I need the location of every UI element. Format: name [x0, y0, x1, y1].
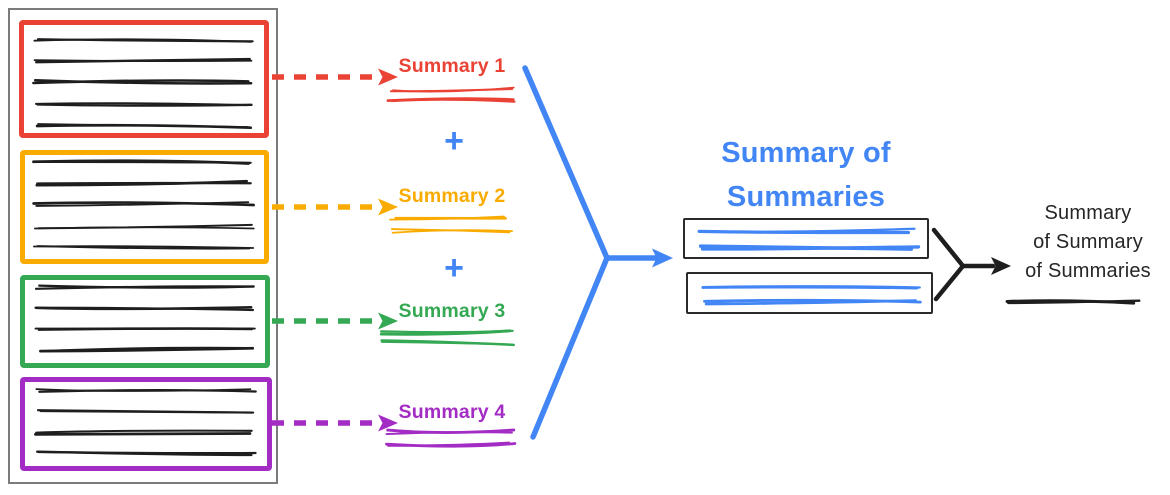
summary-4-label: Summary 4	[398, 401, 506, 423]
final-summary-label: Summary of Summary of Summaries	[1014, 199, 1162, 286]
document-chunk-1	[19, 20, 269, 138]
chunk-2-to-summary-arrow	[272, 198, 398, 216]
summary-of-summaries-box-1	[683, 218, 929, 259]
summary-3-label: Summary 3	[398, 300, 506, 322]
title-line-1: Summary of	[721, 137, 891, 169]
chunk-1-to-summary-arrow	[272, 68, 398, 86]
final-line-3: of Summaries	[1025, 260, 1151, 282]
summary-1-scribble	[386, 86, 516, 103]
summary-3-scribble	[379, 329, 515, 347]
final-line-1: Summary	[1044, 202, 1132, 224]
merge-arrow-final	[931, 227, 1011, 302]
summary-of-summaries-title: Summary of Summaries	[700, 131, 912, 219]
summary-4-scribble	[385, 428, 517, 448]
final-line-2: of Summary	[1033, 231, 1143, 253]
plus-operator-2: +	[444, 249, 464, 287]
merge-arrow-summaries	[522, 65, 673, 440]
summary-1-label: Summary 1	[398, 55, 506, 77]
document-chunk-4	[20, 377, 272, 471]
summary-2-label: Summary 2	[398, 185, 506, 207]
final-summary-scribble	[1005, 299, 1141, 305]
chunk-4-to-summary-arrow	[272, 414, 398, 432]
document-chunk-3	[20, 275, 270, 368]
chunk-3-to-summary-arrow	[272, 312, 398, 330]
title-line-2: Summaries	[726, 181, 886, 213]
document-chunk-2	[20, 150, 269, 264]
summary-2-scribble	[389, 215, 513, 234]
plus-operator-1: +	[444, 122, 464, 160]
summary-of-summaries-box-2	[686, 272, 933, 314]
